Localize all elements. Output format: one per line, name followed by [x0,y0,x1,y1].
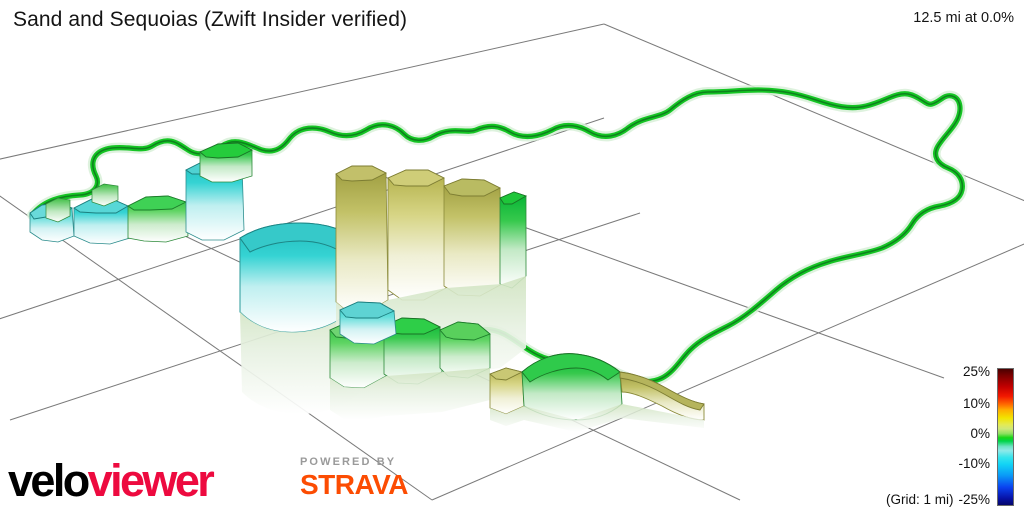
legend-label-neg10: -10% [958,456,990,471]
route-flat-segment [27,85,968,387]
legend-label-min: -25% [958,492,990,507]
distance-grade-readout: 12.5 mi at 0.0% [913,10,1014,26]
gradient-colorbar [997,368,1014,506]
route-extrusion-lower-green [329,301,491,420]
legend-label-0: 0% [970,426,990,441]
strava-wordmark: STRAVA [300,469,408,500]
grid-scale-note: (Grid: 1 mi) [885,492,954,507]
strava-attribution[interactable]: POWERED BY STRAVA [300,456,408,500]
brand-velo: velo [8,455,90,506]
gradient-legend: 25% 10% 0% -10% (Grid: 1 mi) -25% [862,364,1018,508]
route-extrusion-far-left-nubs [45,183,119,223]
page-title: Sand and Sequoias (Zwift Insider verifie… [13,8,408,31]
legend-footer: (Grid: 1 mi) -25% [886,492,990,507]
powered-by-label: POWERED BY [300,456,397,468]
route-extrusion-tail [489,353,705,432]
brand-viewer: viewer [87,455,215,506]
veloviewer-logo[interactable]: veloviewer [8,455,215,506]
veloviewer-wordmark[interactable]: veloviewer [8,455,215,506]
legend-label-max: 25% [962,364,990,379]
legend-label-10: 10% [962,396,990,411]
